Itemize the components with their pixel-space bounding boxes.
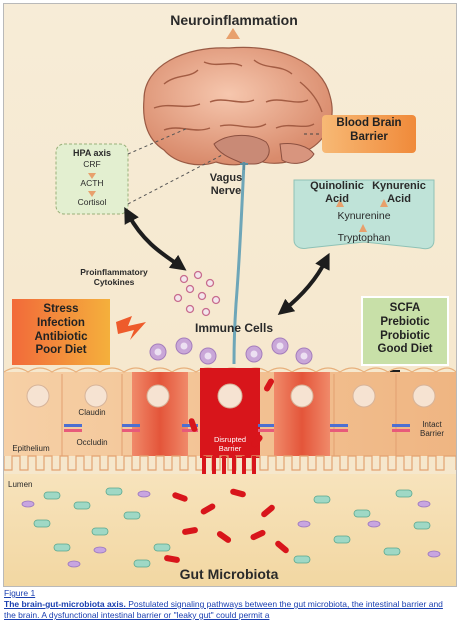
scfa-item-scfa: SCFA bbox=[389, 302, 421, 314]
immune-cells bbox=[149, 337, 313, 365]
scfa-item-probiotic: Probiotic bbox=[380, 329, 430, 342]
brain-illustration bbox=[143, 46, 333, 166]
figure-artwork bbox=[4, 28, 456, 586]
lumen-area bbox=[4, 474, 456, 586]
kynurenine-box bbox=[293, 179, 435, 250]
caption-text: Postulated signaling pathways between th… bbox=[4, 599, 443, 620]
gut-microbiota-label: Gut Microbiota bbox=[179, 566, 279, 582]
stress-item-stress: Stress bbox=[43, 303, 79, 315]
figure-label[interactable]: Figure 1 bbox=[4, 588, 36, 598]
vagus-nerve-label: Vagus Nerve bbox=[209, 172, 243, 197]
quinolinic-acid-label: Quinolinic Acid bbox=[310, 180, 364, 205]
stress-box-text: Stress Infection Antibiotic Poor Diet bbox=[12, 303, 110, 358]
kynurenine-label: Kynurenine bbox=[337, 210, 391, 222]
cytokines-label: Proinflammatory Cytokines bbox=[80, 267, 148, 287]
scfa-item-good-diet: Good Diet bbox=[377, 343, 433, 356]
immune-cells-label: Immune Cells bbox=[194, 321, 274, 335]
epithelium-label: Epithelium bbox=[12, 444, 50, 453]
hpa-title: HPA axis bbox=[72, 148, 112, 158]
hpa-cortisol: Cortisol bbox=[77, 197, 107, 207]
tryptophan-label: Tryptophan bbox=[337, 232, 391, 244]
cytokine-dots bbox=[173, 270, 221, 317]
lumen-label: Lumen bbox=[8, 480, 33, 489]
caption-title: The brain-gut-microbiota axis. bbox=[4, 599, 126, 609]
occludin-label: Occludin bbox=[76, 438, 108, 447]
scfa-box bbox=[361, 296, 449, 366]
stress-item-infection: Infection bbox=[37, 316, 85, 329]
neuroinflammation-label: Neuroinflammation bbox=[170, 12, 298, 28]
disrupted-cell bbox=[200, 368, 260, 458]
hpa-crf: CRF bbox=[83, 159, 101, 169]
kynurenic-acid-label: Kynurenic Acid bbox=[372, 180, 426, 205]
microbiota bbox=[21, 487, 441, 568]
epithelium-layer bbox=[4, 367, 456, 474]
caption-body: The brain-gut-microbiota axis. Postulate… bbox=[4, 599, 454, 621]
claudin-label: Claudin bbox=[78, 408, 106, 417]
figure-caption: Figure 1 The brain-gut-microbiota axis. … bbox=[4, 588, 454, 621]
disrupted-barrier-label: Disrupted Barrier bbox=[213, 435, 247, 453]
stress-box bbox=[12, 299, 110, 365]
bbb-box bbox=[322, 115, 416, 153]
stress-item-antibiotic: Antibiotic bbox=[34, 330, 88, 343]
bbb-label: Blood Brain Barrier bbox=[336, 117, 402, 143]
hpa-acth: ACTH bbox=[80, 178, 104, 188]
stress-item-poor-diet: Poor Diet bbox=[35, 344, 87, 357]
lightning-icon bbox=[116, 316, 146, 340]
scfa-item-prebiotic: Prebiotic bbox=[380, 315, 430, 328]
scfa-box-text: SCFA Prebiotic Probiotic Good Diet bbox=[362, 302, 448, 357]
brain-gut-figure: Neuroinflammation Blood Brain Barrier HP… bbox=[3, 3, 457, 587]
intact-barrier-label: Intact Barrier bbox=[419, 420, 444, 439]
title-arrow-icon bbox=[226, 28, 240, 39]
